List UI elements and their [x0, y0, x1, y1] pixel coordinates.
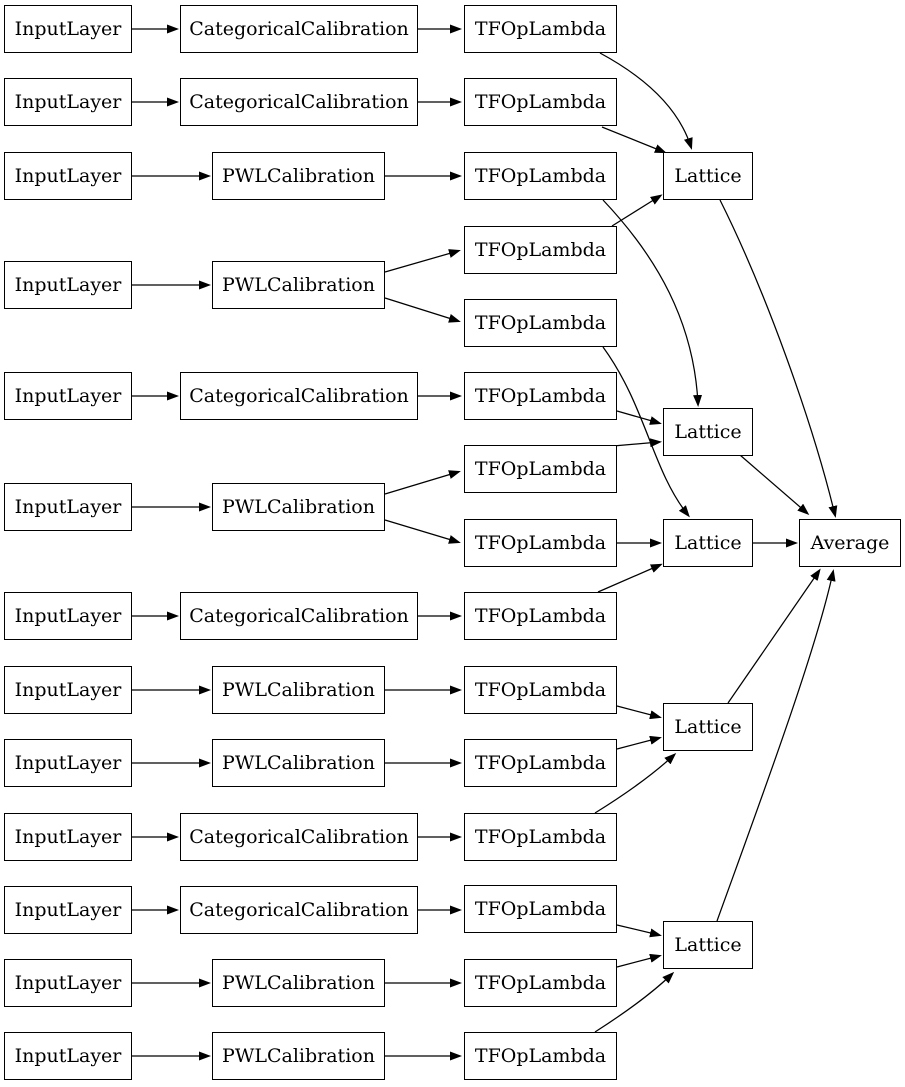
node-lattice-1: Lattice	[663, 152, 753, 200]
node-cal-9: PWLCalibration	[212, 739, 385, 787]
node-input-12: InputLayer	[4, 959, 132, 1007]
edge-tfop-14-to-lattice-5	[616, 953, 662, 968]
node-input-13: InputLayer	[4, 1032, 132, 1080]
edge-tfop-9-to-lattice-3	[597, 563, 663, 593]
edge-tfop-6-to-lattice-2	[616, 410, 662, 425]
edge-tfop-10-to-lattice-4	[616, 705, 662, 720]
node-tfop-13: TFOpLambda	[464, 885, 617, 933]
node-input-4: InputLayer	[4, 261, 132, 309]
node-cal-11: CategoricalCalibration	[180, 886, 418, 934]
node-tfop-6: TFOpLambda	[464, 372, 617, 420]
node-cal-4: PWLCalibration	[212, 261, 385, 309]
node-lattice-4: Lattice	[663, 703, 753, 751]
node-tfop-4: TFOpLambda	[464, 226, 617, 274]
node-input-5: InputLayer	[4, 372, 132, 420]
edge-cal-6-to-tfop-7	[384, 470, 461, 495]
node-cal-3: PWLCalibration	[212, 152, 385, 200]
node-lattice-2: Lattice	[663, 408, 753, 456]
node-cal-6: PWLCalibration	[212, 483, 385, 531]
node-tfop-15: TFOpLambda	[464, 1032, 617, 1080]
node-input-8: InputLayer	[4, 666, 132, 714]
edge-tfop-11-to-lattice-4	[616, 735, 662, 750]
node-tfop-12: TFOpLambda	[464, 813, 617, 861]
node-input-2: InputLayer	[4, 78, 132, 126]
node-cal-5: CategoricalCalibration	[180, 372, 418, 420]
edge-cal-4-to-tfop-4	[384, 249, 461, 273]
node-cal-13: PWLCalibration	[212, 1032, 385, 1080]
node-cal-12: PWLCalibration	[212, 959, 385, 1007]
node-input-6: InputLayer	[4, 483, 132, 531]
node-input-11: InputLayer	[4, 886, 132, 934]
node-tfop-2: TFOpLambda	[464, 78, 617, 126]
node-tfop-3: TFOpLambda	[464, 152, 617, 200]
edge-lattice-4-to-average	[727, 568, 821, 704]
edge-lattice-2-to-average	[739, 454, 810, 515]
node-lattice-3: Lattice	[663, 519, 753, 567]
node-tfop-5: TFOpLambda	[464, 299, 617, 347]
node-tfop-9: TFOpLambda	[464, 592, 617, 640]
node-cal-2: CategoricalCalibration	[180, 78, 418, 126]
edge-tfop-2-to-lattice-1	[601, 126, 667, 154]
edge-tfop-7-to-lattice-2	[612, 438, 662, 448]
node-cal-1: CategoricalCalibration	[180, 5, 418, 53]
node-cal-8: PWLCalibration	[212, 666, 385, 714]
node-average: Average	[799, 519, 901, 567]
node-tfop-7: TFOpLambda	[464, 445, 617, 493]
node-tfop-11: TFOpLambda	[464, 739, 617, 787]
edge-tfop-3-to-lattice-2	[602, 199, 703, 407]
edge-cal-4-to-tfop-5	[384, 297, 461, 323]
node-tfop-8: TFOpLambda	[464, 519, 617, 567]
edge-tfop-4-to-lattice-1	[611, 194, 663, 227]
node-tfop-1: TFOpLambda	[464, 5, 617, 53]
node-cal-10: CategoricalCalibration	[180, 813, 418, 861]
node-input-3: InputLayer	[4, 152, 132, 200]
node-input-7: InputLayer	[4, 592, 132, 640]
node-input-1: InputLayer	[4, 5, 132, 53]
edge-tfop-13-to-lattice-5	[616, 924, 662, 938]
node-input-9: InputLayer	[4, 739, 132, 787]
node-tfop-14: TFOpLambda	[464, 959, 617, 1007]
node-tfop-10: TFOpLambda	[464, 666, 617, 714]
node-lattice-5: Lattice	[663, 921, 753, 969]
node-cal-7: CategoricalCalibration	[180, 592, 418, 640]
edge-lattice-1-to-average	[719, 199, 838, 518]
node-input-10: InputLayer	[4, 813, 132, 861]
edge-cal-6-to-tfop-8	[384, 519, 461, 544]
